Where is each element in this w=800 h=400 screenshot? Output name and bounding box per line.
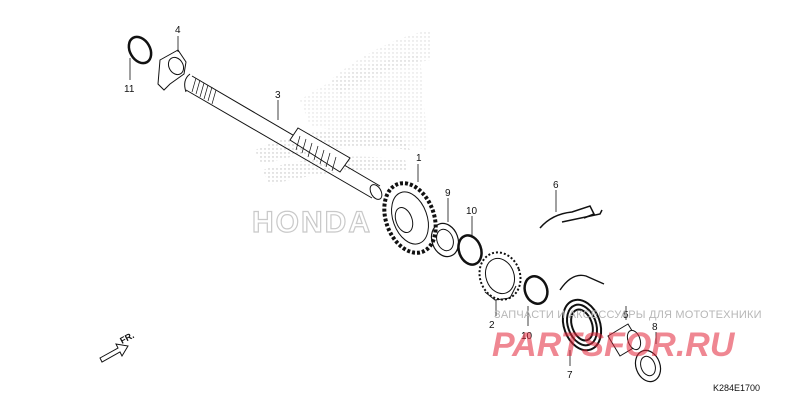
diagram-code: K284E1700 [713, 383, 760, 393]
leader-lines [129, 36, 657, 366]
callout-10-lower: 10 [521, 331, 533, 342]
circlip-10-upper [457, 234, 483, 266]
ratchet [478, 251, 522, 301]
callouts: 1 2 3 4 5 6 7 8 9 10 10 11 [124, 25, 658, 381]
washer-9 [430, 222, 460, 258]
spring-collar [607, 323, 642, 357]
callout-3: 3 [275, 90, 281, 101]
kickstarter-spring [559, 274, 605, 352]
front-direction-arrow: FR. [99, 330, 136, 363]
return-spring [539, 205, 603, 229]
callout-1: 1 [416, 153, 422, 164]
callout-10-upper: 10 [466, 206, 478, 217]
honda-wordmark: HONDA [252, 206, 372, 239]
callout-5: 5 [623, 310, 629, 321]
ratchet-guide [157, 49, 187, 91]
callout-11: 11 [124, 84, 135, 95]
circlip-11 [127, 35, 153, 65]
circlip-10-lower [523, 275, 549, 305]
front-label: FR. [118, 330, 135, 346]
callout-6: 6 [553, 180, 559, 191]
washer-8 [634, 349, 662, 383]
callout-9: 9 [445, 188, 451, 199]
callout-8: 8 [652, 322, 658, 333]
kickstarter-gear [382, 181, 438, 255]
callout-4: 4 [175, 25, 181, 36]
callout-2: 2 [489, 320, 495, 331]
callout-7: 7 [567, 370, 573, 381]
kickstarter-spindle [184, 73, 383, 200]
honda-wing-watermark [255, 30, 432, 185]
watermark-tagline: ЗАПЧАСТИ И АКСЕССУАРЫ ДЛЯ МОТОТЕХНИКИ [494, 309, 762, 321]
watermark-site: PARTSFOR.RU [492, 326, 736, 364]
